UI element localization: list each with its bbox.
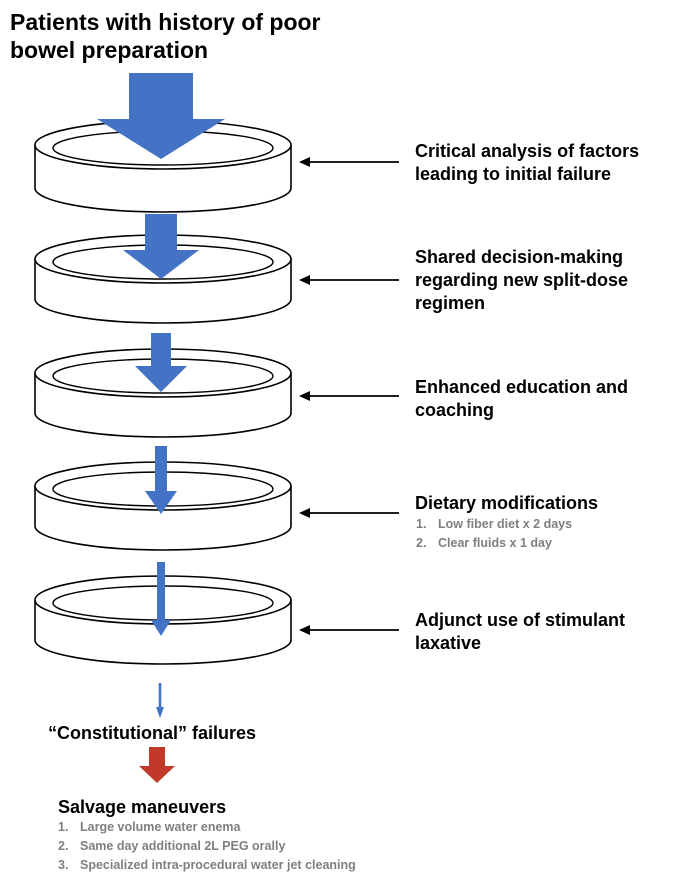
pointer-arrow-1 bbox=[299, 157, 399, 167]
pointer-arrow-3 bbox=[299, 391, 399, 401]
step-label-education: Enhanced education and coaching bbox=[415, 377, 629, 420]
dietary-sub-list: 1.Low fiber diet x 2 days 2.Clear fluids… bbox=[416, 515, 572, 553]
list-item: 2.Clear fluids x 1 day bbox=[416, 536, 552, 550]
flow-arrow-4 bbox=[145, 446, 177, 514]
pointer-arrow-2 bbox=[299, 275, 399, 285]
step-label-critical-analysis: Critical analysis of factors leading to … bbox=[415, 141, 640, 184]
step-label-shared-decision: Shared decision-making regarding new spl… bbox=[415, 247, 629, 313]
diagram-title: Patients with history of poor bowel prep… bbox=[10, 9, 321, 63]
salvage-list: 1.Large volume water enema 2.Same day ad… bbox=[58, 818, 356, 875]
step-label-dietary: Dietary modifications bbox=[415, 493, 599, 513]
list-item: 1.Low fiber diet x 2 days bbox=[416, 517, 573, 531]
list-item: 2.Same day additional 2L PEG orally bbox=[58, 839, 286, 853]
failure-arrow bbox=[139, 747, 175, 783]
flow-arrow-3 bbox=[135, 333, 187, 392]
list-item: 1.Large volume water enema bbox=[58, 820, 241, 834]
salvage-title: Salvage maneuvers bbox=[58, 797, 227, 817]
flow-arrow-1 bbox=[97, 73, 225, 159]
outcome-label: “Constitutional” failures bbox=[48, 723, 257, 743]
list-item: 3.Specialized intra-procedural water jet… bbox=[58, 858, 356, 872]
flow-arrow-2 bbox=[123, 214, 199, 279]
flow-arrow-6 bbox=[156, 683, 164, 718]
step-label-stimulant: Adjunct use of stimulant laxative bbox=[415, 610, 626, 653]
pointer-arrow-4 bbox=[299, 508, 399, 518]
flow-arrow-5 bbox=[151, 562, 171, 636]
pointer-arrow-5 bbox=[299, 625, 399, 635]
